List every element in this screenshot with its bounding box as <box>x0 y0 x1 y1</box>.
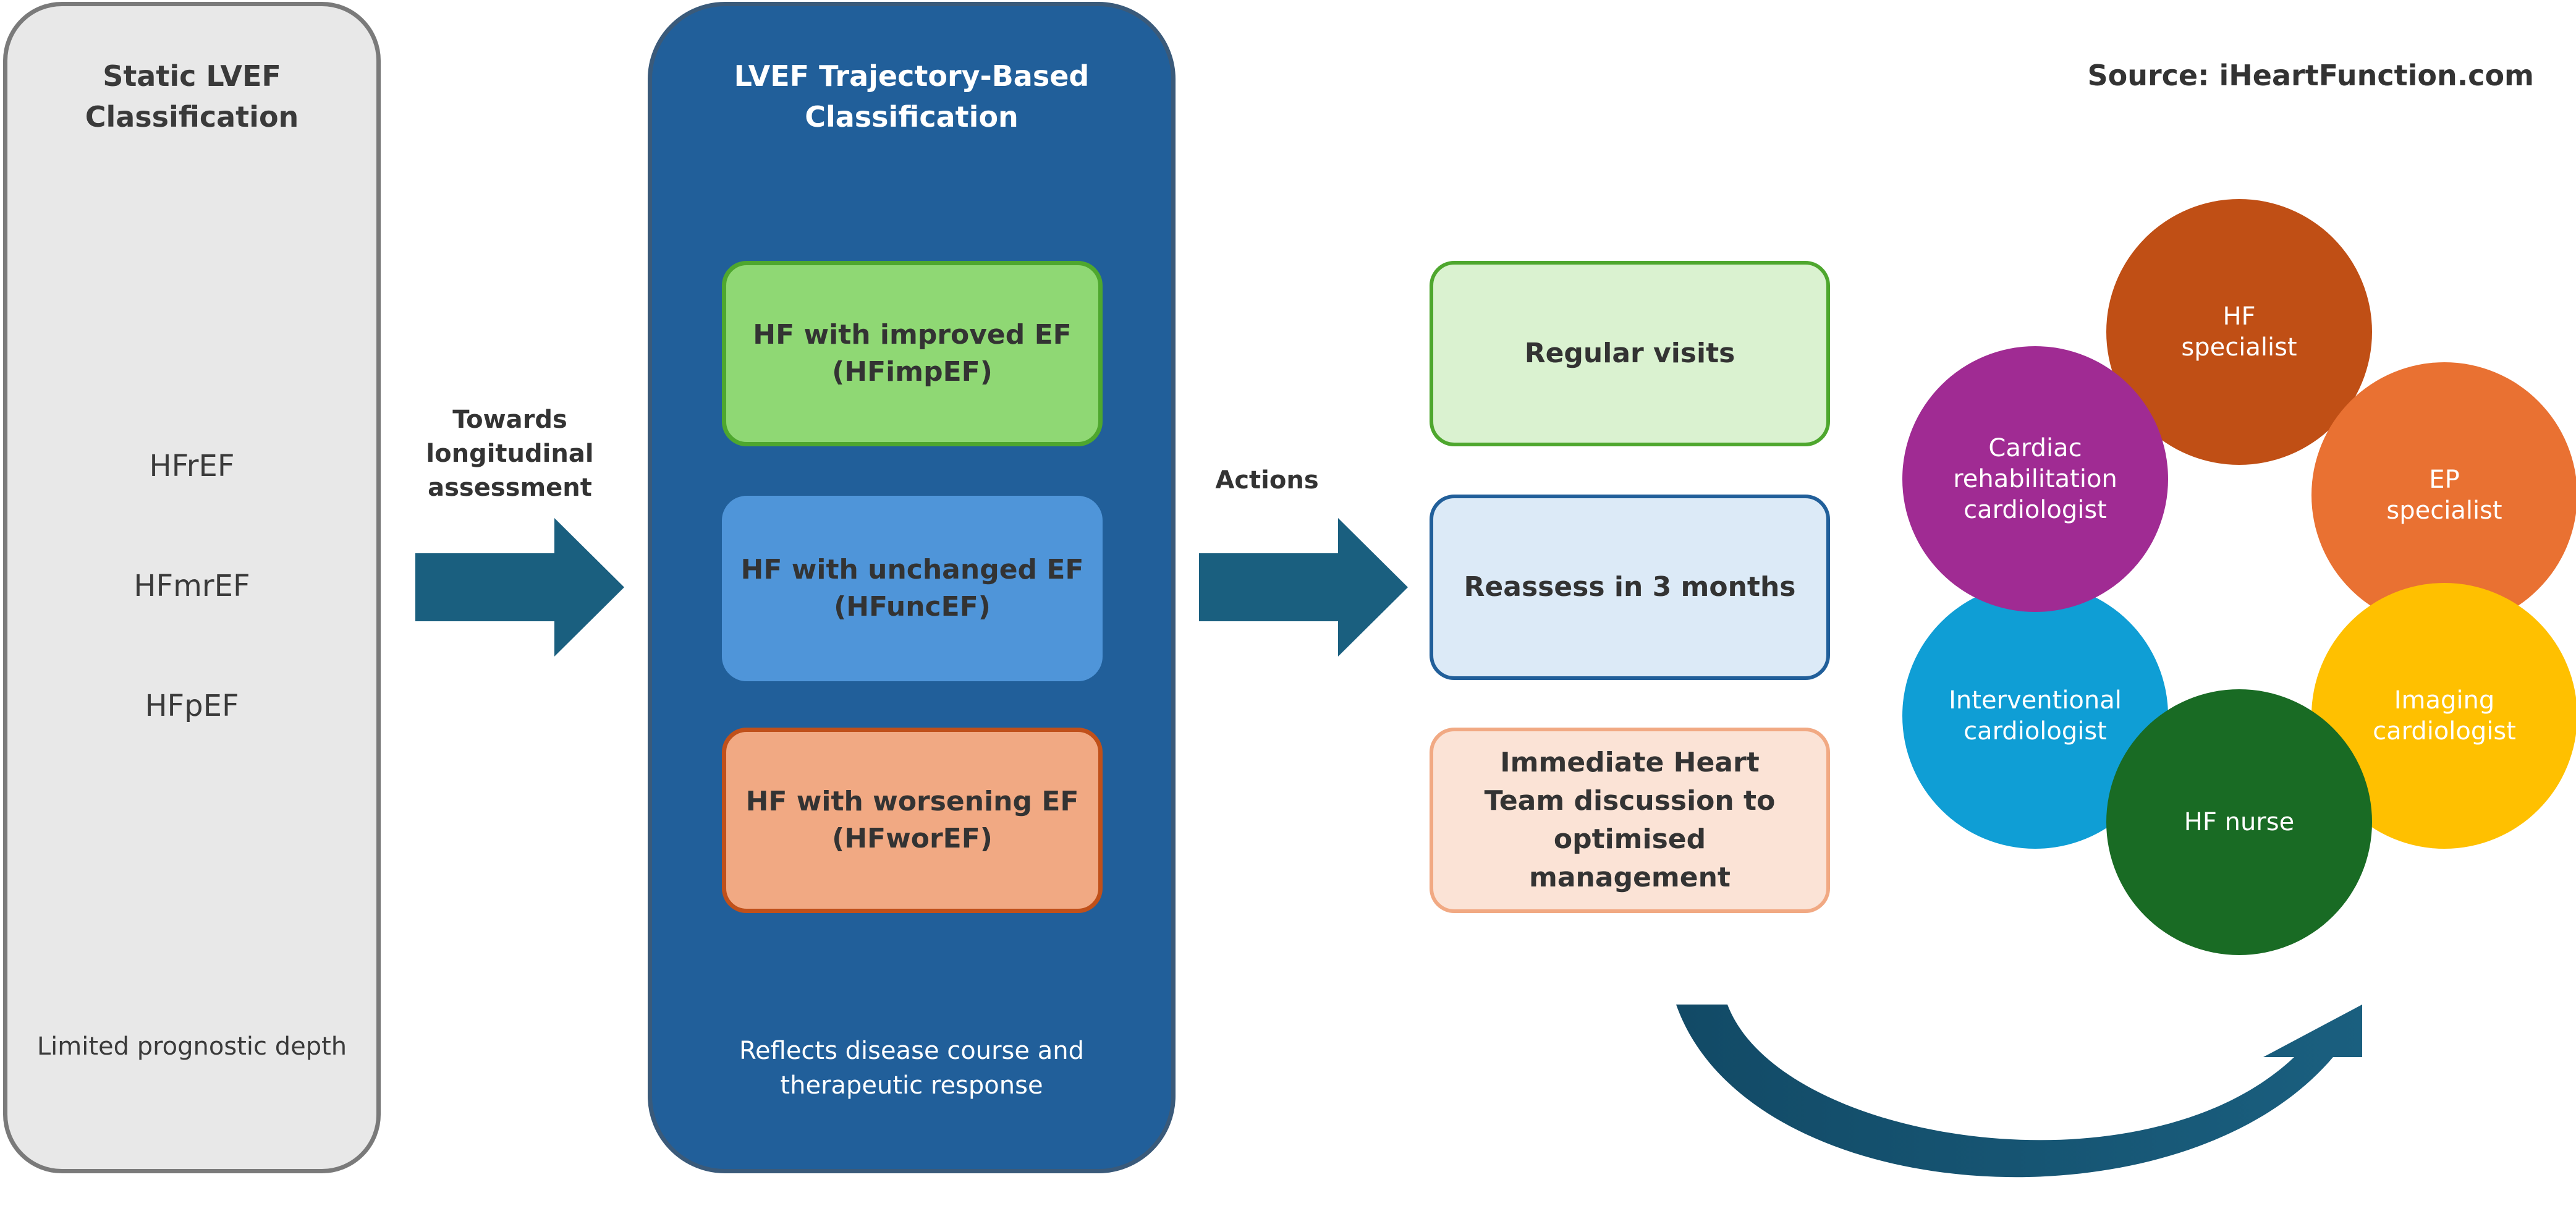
category-improved-line2: (HFimpEF) <box>832 356 993 388</box>
team-circle-hf-nurse: HF nurse <box>2106 689 2372 955</box>
right-arrow-2 <box>1199 518 1408 656</box>
arrow1-label: Towards longitudinal assessment <box>426 406 594 502</box>
rehab-line1: Cardiac <box>1988 434 2082 462</box>
static-panel-title: Static LVEF Classification <box>85 59 299 134</box>
action-box-heart-team: Immediate Heart Team discussion to optim… <box>1430 728 1830 913</box>
interventional-line1: Interventional <box>1949 686 2122 715</box>
hf-nurse-line1: HF nurse <box>2184 808 2295 836</box>
curved-cycle-arrow <box>1676 1005 2362 1178</box>
category-box-unchanged: HF with unchanged EF (HFuncEF) <box>722 496 1103 681</box>
ep-specialist-line1: EP <box>2429 465 2460 494</box>
rehab-line3: cardiologist <box>1964 496 2107 524</box>
action-regular-visits-text: Regular visits <box>1524 338 1735 369</box>
category-box-improved: HF with improved EF (HFimpEF) <box>722 261 1103 446</box>
category-unchanged-line1: HF with unchanged EF <box>740 554 1084 585</box>
right-arrow-1 <box>415 518 624 656</box>
category-worsening-line1: HF with worsening EF <box>745 786 1079 817</box>
source-label: Source: iHeartFunction.com <box>2087 59 2534 92</box>
trajectory-footer-line2: therapeutic response <box>780 1071 1043 1100</box>
arrow2-label: Actions <box>1215 466 1319 495</box>
imaging-line1: Imaging <box>2394 686 2495 715</box>
static-item-hfmref: HFmrEF <box>133 569 250 603</box>
action-heart-team-text: Immediate Heart Team discussion to optim… <box>1484 747 1776 893</box>
hf-specialist-line2: specialist <box>2181 333 2297 362</box>
trajectory-panel-footer: Reflects disease course and therapeutic … <box>648 1034 1176 1103</box>
static-item-hfref: HFrEF <box>149 449 235 483</box>
team-circle-cardiac-rehab: Cardiac rehabilitation cardiologist <box>1902 346 2168 612</box>
trajectory-panel-title: LVEF Trajectory-Based Classification <box>734 59 1090 134</box>
hf-specialist-line1: HF <box>2222 302 2256 331</box>
interventional-line2: cardiologist <box>1964 717 2107 746</box>
rehab-line2: rehabilitation <box>1953 465 2117 493</box>
ep-specialist-line2: specialist <box>2386 496 2502 525</box>
category-unchanged-line2: (HFuncEF) <box>834 591 991 622</box>
imaging-line2: cardiologist <box>2373 717 2516 746</box>
action-box-reassess: Reassess in 3 months <box>1430 495 1830 680</box>
static-item-hfpef: HFpEF <box>145 689 239 723</box>
category-worsening-line2: (HFworEF) <box>832 823 993 854</box>
category-improved-line1: HF with improved EF <box>753 319 1072 351</box>
action-box-regular-visits: Regular visits <box>1430 261 1830 446</box>
action-reassess-text: Reassess in 3 months <box>1464 571 1796 603</box>
static-panel-footer: Limited prognostic depth <box>36 1032 347 1061</box>
static-classification-panel <box>3 2 381 1173</box>
category-box-worsening: HF with worsening EF (HFworEF) <box>722 728 1103 913</box>
trajectory-footer-line1: Reflects disease course and <box>739 1037 1084 1065</box>
